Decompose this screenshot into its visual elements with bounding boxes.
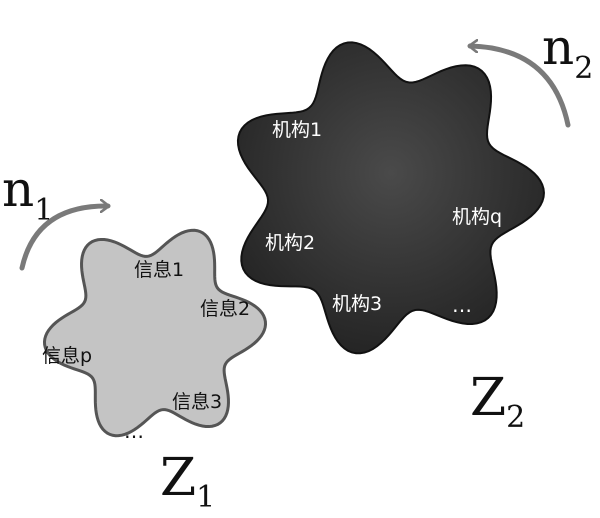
gear-label-z2: Z2 [470, 368, 525, 435]
gear2-item-q: 机构q [452, 206, 502, 228]
gear1-item-2: 信息2 [200, 298, 250, 320]
speed-n1-sub: 1 [34, 193, 53, 228]
rotation-arrow-n1 [19, 206, 111, 271]
speed-n2-base: n [542, 18, 574, 76]
rotation-arrow-n2 [467, 46, 571, 128]
gear1-item-1: 信息1 [134, 259, 184, 281]
speed-n2-sub: 2 [574, 51, 593, 86]
gear2-item-1: 机构1 [272, 119, 322, 141]
z2-base: Z [470, 368, 506, 428]
gear1-item-3: 信息3 [172, 391, 222, 413]
gear-label-z1: Z1 [160, 448, 215, 515]
z1-base: Z [160, 448, 196, 508]
gear1-item-p: 信息p [42, 345, 92, 367]
gear2-item-3: 机构3 [332, 293, 382, 315]
gear-z2 [236, 41, 545, 355]
speed-label-n2: n2 [542, 18, 593, 86]
speed-n1-base: n [2, 160, 34, 218]
z1-sub: 1 [196, 480, 215, 515]
z2-sub: 2 [506, 400, 525, 435]
gear2-item-2: 机构2 [265, 232, 315, 254]
gear-z1 [42, 228, 268, 438]
gear2-ellipsis: … [452, 293, 472, 317]
speed-label-n1: n1 [2, 160, 53, 228]
gear1-ellipsis: … [124, 419, 144, 443]
